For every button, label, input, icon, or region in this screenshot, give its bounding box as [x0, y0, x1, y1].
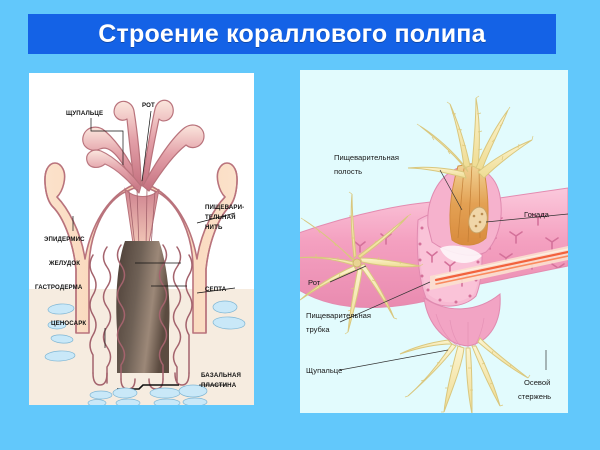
label-digestive-filament-2: ТЕЛЬНАЯ: [205, 214, 236, 221]
coral-polyp-cross-section-figure: ЩУПАЛЬЦЕ РОТ ЭПИДЕРМИС ПИЩЕВАРИ- ТЕЛЬНАЯ…: [29, 99, 254, 405]
label-tentacle: ЩУПАЛЬЦЕ: [66, 110, 103, 117]
coral-colony-branch-figure: Пищеварительная полость Гонада Рот Пищев…: [300, 95, 568, 413]
label-mouth: РОТ: [142, 102, 155, 109]
right-diagram-panel: Пищеварительная полость Гонада Рот Пищев…: [300, 70, 568, 413]
label-septa: СЕПТА: [205, 286, 227, 293]
page-title: Строение кораллового полипа: [98, 19, 486, 48]
label-tentacle-right: Щупальце: [306, 366, 342, 375]
left-diagram-panel: ЩУПАЛЬЦЕ РОТ ЭПИДЕРМИС ПИЩЕВАРИ- ТЕЛЬНАЯ…: [29, 73, 254, 405]
label-digestive-filament-3: НИТЬ: [205, 224, 223, 231]
label-axial-rod-2: стержень: [518, 392, 551, 401]
label-basal-plate-2: ПЛАСТИНА: [201, 382, 237, 389]
label-digestive-cavity-2: полость: [334, 167, 362, 176]
label-mouth-right: Рот: [308, 278, 321, 287]
label-digestive-filament-1: ПИЩЕВАРИ-: [205, 204, 244, 211]
label-gastroderm: ГАСТРОДЕРМА: [35, 284, 83, 291]
label-digestive-cavity-1: Пищеварительная: [334, 153, 399, 162]
label-digestive-tube-2: трубка: [306, 325, 330, 334]
label-coenosarc: ЦЕНОСАРК: [51, 320, 86, 327]
label-gonad: Гонада: [524, 210, 550, 219]
label-basal-plate-1: БАЗАЛЬНАЯ: [201, 372, 241, 379]
label-digestive-tube-1: Пищеварительная: [306, 311, 371, 320]
label-epidermis: ЭПИДЕРМИС: [44, 236, 85, 243]
slide-title-banner: Строение кораллового полипа: [28, 14, 556, 54]
label-axial-rod-1: Осевой: [524, 378, 550, 387]
label-stomach: ЖЕЛУДОК: [48, 260, 80, 267]
